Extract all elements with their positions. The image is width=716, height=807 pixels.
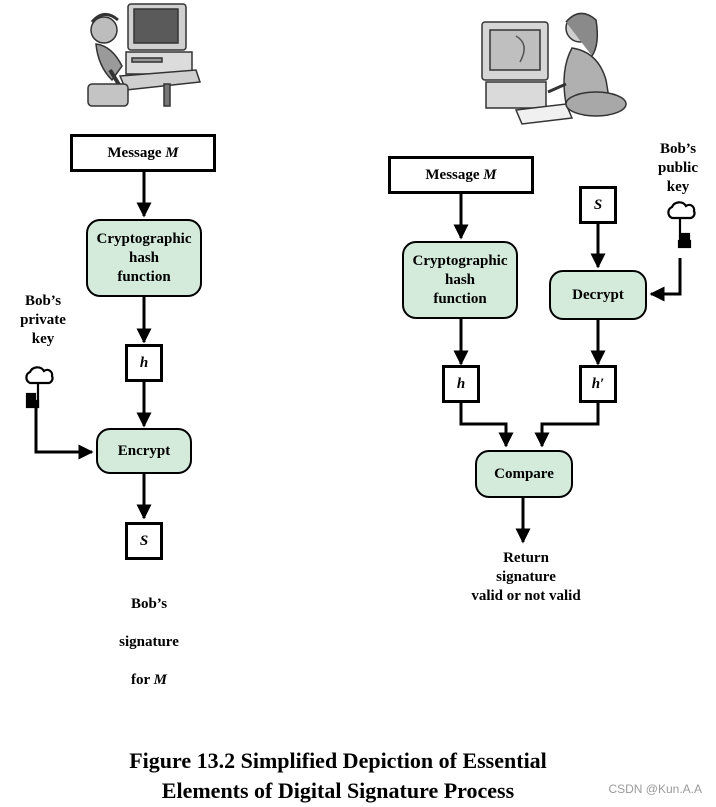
receiver-h-label: h xyxy=(456,375,466,392)
signature-caption-var: M xyxy=(153,672,167,688)
receiver-h-prime-label: h′ xyxy=(591,375,605,392)
receiver-message-label: Message xyxy=(425,166,480,183)
sender-message-label: Message xyxy=(107,144,162,161)
sender-message-box: Message M xyxy=(70,134,216,172)
signature-caption-for: for xyxy=(131,672,150,688)
sender-flow-lines xyxy=(34,172,152,520)
compare-label: Compare xyxy=(494,465,554,482)
sender-message-var: M xyxy=(165,144,179,161)
private-key-icon xyxy=(25,366,54,409)
man-at-computer-icon xyxy=(87,3,202,107)
public-key-icon xyxy=(667,201,696,249)
signature-caption-line2: signature xyxy=(119,634,179,650)
decrypt-box: Decrypt xyxy=(549,270,647,320)
receiver-hash-label: Cryptographic hash function xyxy=(412,252,508,307)
sender-s-label: S xyxy=(139,532,149,549)
sender-h-label: h xyxy=(139,354,149,371)
signature-s-box: S xyxy=(125,522,163,560)
watermark: CSDN @Kun.A.A xyxy=(608,782,702,796)
compare-box: Compare xyxy=(475,450,573,498)
receiver-message-var: M xyxy=(483,166,497,183)
receiver-hash-value-box: h xyxy=(442,365,480,403)
decrypted-hash-value-box: h′ xyxy=(579,365,617,403)
figure-caption-line1: Figure 13.2 Simplified Depiction of Esse… xyxy=(129,748,547,773)
encrypt-box: Encrypt xyxy=(96,428,192,474)
woman-at-computer-icon xyxy=(481,12,627,125)
sender-hash-label: Cryptographic hash function xyxy=(96,230,192,285)
public-key-label: Bob’s public key xyxy=(657,141,699,195)
decrypt-label: Decrypt xyxy=(572,286,624,303)
figure-caption-line2: Elements of Digital Signature Process xyxy=(161,778,515,803)
result-label: Return signature valid or not valid xyxy=(471,550,581,604)
signature-caption-line1: Bob’s xyxy=(130,596,168,612)
sender-hash-function-box: Cryptographic hash function xyxy=(86,219,202,297)
private-key-label: Bob’s private key xyxy=(20,293,66,347)
receiver-s-label: S xyxy=(593,196,603,213)
signature-caption: Bob’s signature for M xyxy=(94,576,204,709)
encrypt-label: Encrypt xyxy=(117,442,171,459)
sender-hash-value-box: h xyxy=(125,344,163,382)
received-signature-s-box: S xyxy=(579,186,617,224)
receiver-hash-function-box: Cryptographic hash function xyxy=(402,241,518,319)
receiver-flow-lines xyxy=(453,194,682,544)
receiver-message-box: Message M xyxy=(388,156,534,194)
